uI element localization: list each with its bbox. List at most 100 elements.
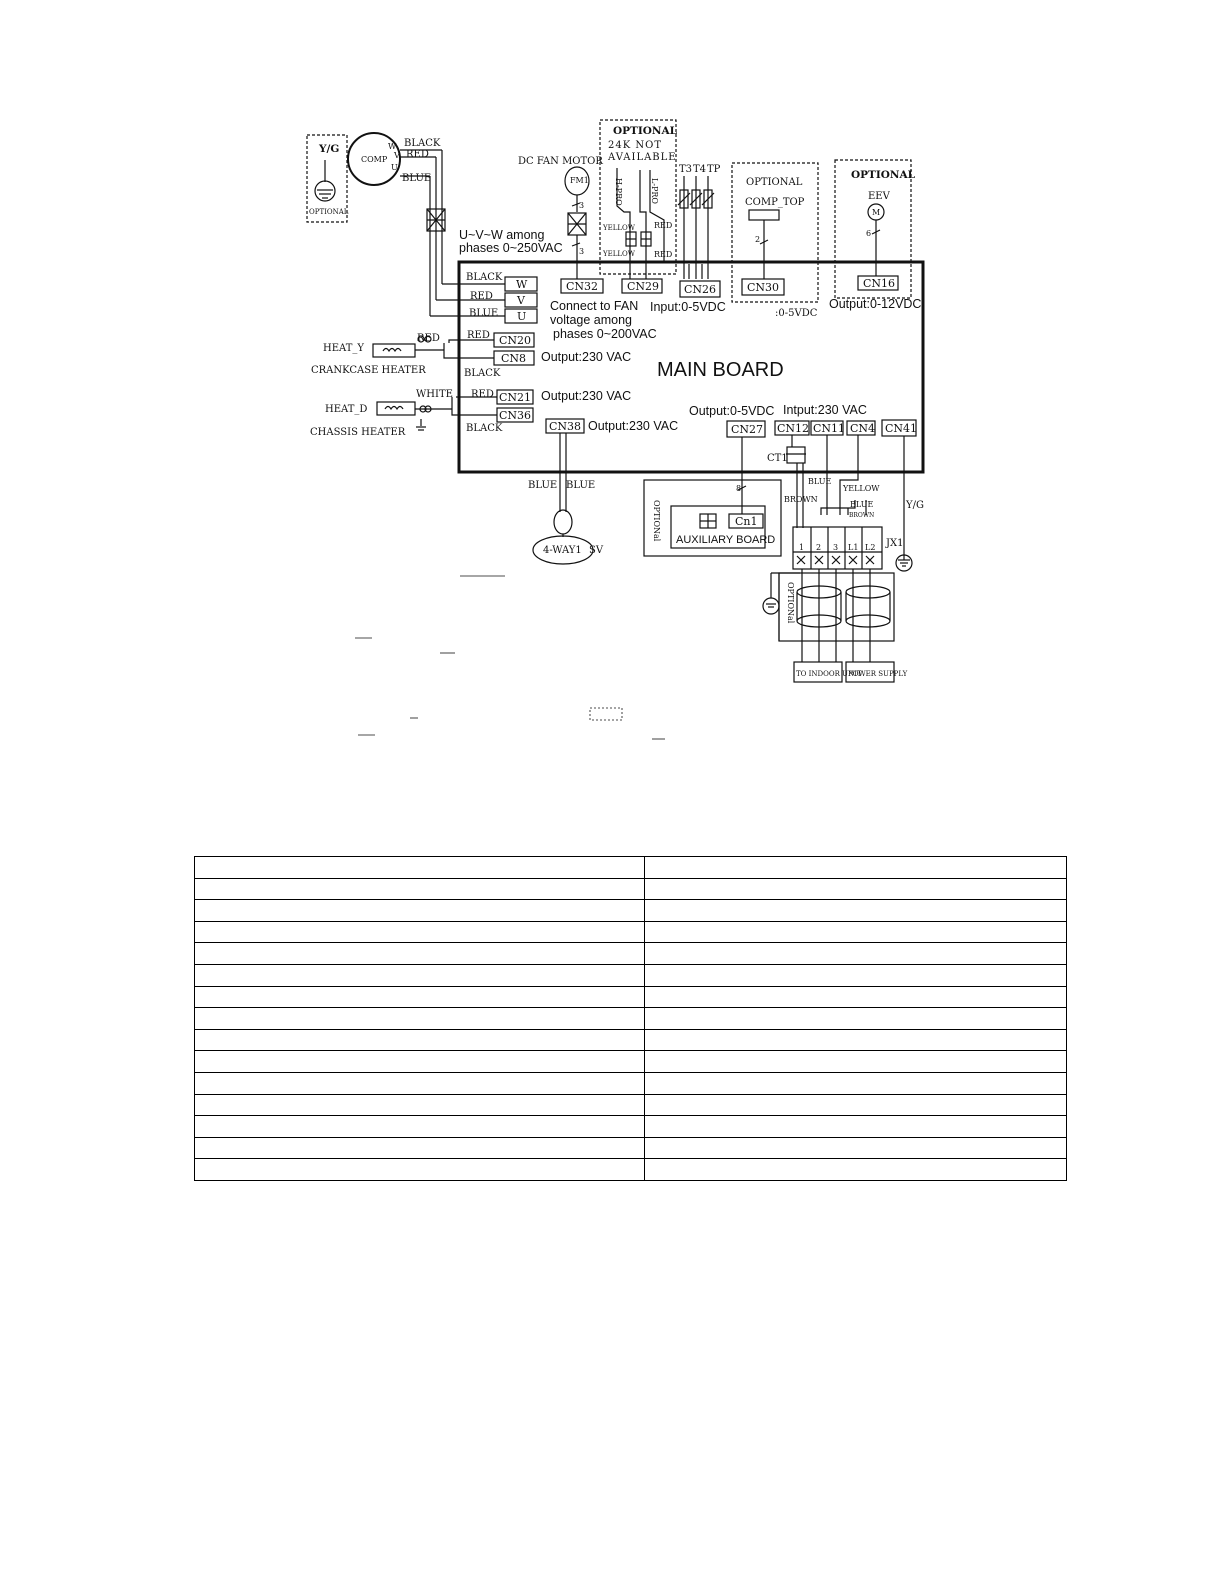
heat-y-label: HEAT_Y (323, 343, 364, 354)
table-cell (194, 963, 645, 987)
jx1-label: JX1 (885, 538, 904, 549)
comp-top-5vdc-note: :0-5VDC (775, 308, 818, 319)
optional-24k-line2: AVAILABLE (607, 152, 677, 163)
chassis-heater-label: CHASSIS HEATER (310, 427, 406, 438)
table-cell (194, 899, 645, 922)
optional-comp-top-title: OPTIONAL (746, 177, 803, 188)
conn-cn30: CN30 (747, 281, 779, 294)
wire-black-3: BLACK (466, 423, 503, 434)
table-row (194, 856, 1067, 879)
empty-data-table (194, 856, 1067, 1181)
dc-fan-motor-title: DC FAN MOTOR (518, 156, 603, 167)
fan-note-1: Connect to FAN (550, 299, 638, 313)
table-cell (644, 963, 1067, 987)
wire-red-2: RED (467, 330, 490, 341)
optional-24k-box (599, 119, 677, 279)
valve-wire-blue-2: BLUE (566, 480, 595, 491)
cn21-output-note: Output:230 VAC (541, 389, 631, 403)
valve-wire-blue-1: BLUE (528, 480, 557, 491)
table-cell (194, 1115, 645, 1138)
heat-d-wire-white: WHITE (416, 389, 453, 400)
yg-label: Y/G (318, 143, 339, 155)
conn-cn26: CN26 (684, 283, 716, 296)
wire-red-3: RED (471, 389, 494, 400)
aux-optional-label: OPTIONal (652, 500, 661, 542)
conn-u: U (517, 310, 526, 323)
terminal-pin-l1: L1 (848, 543, 858, 552)
table-cell (644, 1136, 1067, 1160)
optional-24k-title: OPTIONAL (613, 125, 678, 137)
table-cell (194, 1028, 645, 1052)
conn-cn20: CN20 (499, 334, 531, 347)
table-cell (644, 1158, 1067, 1181)
terminal-pin-l2: L2 (865, 543, 875, 552)
conn-cn11: CN11 (813, 422, 845, 435)
table-row (194, 963, 1067, 987)
table-cell (644, 877, 1067, 901)
eev-label: EEV (868, 191, 891, 202)
input-5vdc-note: Input:0-5VDC (650, 300, 726, 314)
optional-eev-title: OPTIONAL (851, 169, 916, 181)
cn8-output-note: Output:230 VAC (541, 350, 631, 364)
fan-note-3: phases 0~200VAC (553, 327, 657, 341)
table-row (194, 985, 1067, 1009)
sv-label: SV (589, 545, 604, 556)
aux-pins: 8 (736, 484, 741, 493)
brown-label-2: BROWN (849, 512, 874, 519)
scan-artifacts (355, 575, 665, 740)
wire-black-1: BLACK (466, 272, 503, 283)
conn-cn41: CN41 (885, 422, 917, 435)
four-way-valve (532, 433, 594, 565)
table-cell (194, 1007, 645, 1030)
conn-cn8: CN8 (501, 352, 526, 365)
optional-eev-box (834, 159, 912, 299)
table-row (194, 1115, 1067, 1138)
terminal-block-area (762, 435, 913, 683)
comp-u: U (391, 163, 398, 172)
table-cell (194, 856, 645, 879)
table-cell (644, 1115, 1067, 1138)
main-board-label: MAIN BOARD (657, 359, 784, 381)
table-cell (644, 1007, 1067, 1030)
fan-pin-b: 3 (579, 247, 584, 256)
crankcase-heater (372, 335, 494, 359)
table-cell (194, 920, 645, 944)
blue-label: BLUE (808, 477, 831, 486)
table-cell (644, 1071, 1067, 1095)
conn-cn38: CN38 (549, 420, 581, 433)
power-supply-label: POWER SUPPLY (848, 670, 908, 678)
eev-pins: 6 (866, 229, 871, 238)
conn-v: V (516, 294, 526, 307)
conn-cn4: CN4 (850, 422, 875, 435)
t3-label: T3 (679, 164, 692, 175)
chassis-heater (376, 396, 497, 431)
temperature-sensors (677, 176, 715, 279)
table-row (194, 899, 1067, 922)
heat-y-wire-red: RED (417, 333, 440, 344)
uvw-note-2: phases 0~250VAC (459, 241, 563, 255)
table-row (194, 1007, 1067, 1030)
table-cell (644, 899, 1067, 922)
yellow-2: YELLOW (602, 250, 636, 258)
table-cell (194, 877, 645, 901)
wire-red-1: RED (470, 291, 493, 302)
wire-black-2: BLACK (464, 368, 501, 379)
optional-comp-top-box (731, 162, 819, 303)
table-cell (194, 1071, 645, 1095)
table-cell (194, 942, 645, 965)
conn-cn21: CN21 (499, 391, 531, 404)
terminal-pin-2: 2 (816, 543, 821, 552)
table-cell (644, 985, 1067, 1009)
table-row (194, 877, 1067, 901)
cn27-output-note: Output:0-5VDC (689, 404, 774, 418)
dc-fan-motor (564, 166, 590, 279)
conn-cn29: CN29 (627, 280, 659, 293)
eev-motor-label: M (872, 208, 880, 217)
brown-label: BROWN (784, 495, 818, 504)
wire-blue-1: BLUE (469, 308, 498, 319)
table-row (194, 920, 1067, 944)
table-cell (194, 1136, 645, 1160)
red-1: RED (654, 221, 672, 230)
aux-cn1: Cn1 (735, 515, 758, 528)
table-row (194, 1093, 1067, 1117)
